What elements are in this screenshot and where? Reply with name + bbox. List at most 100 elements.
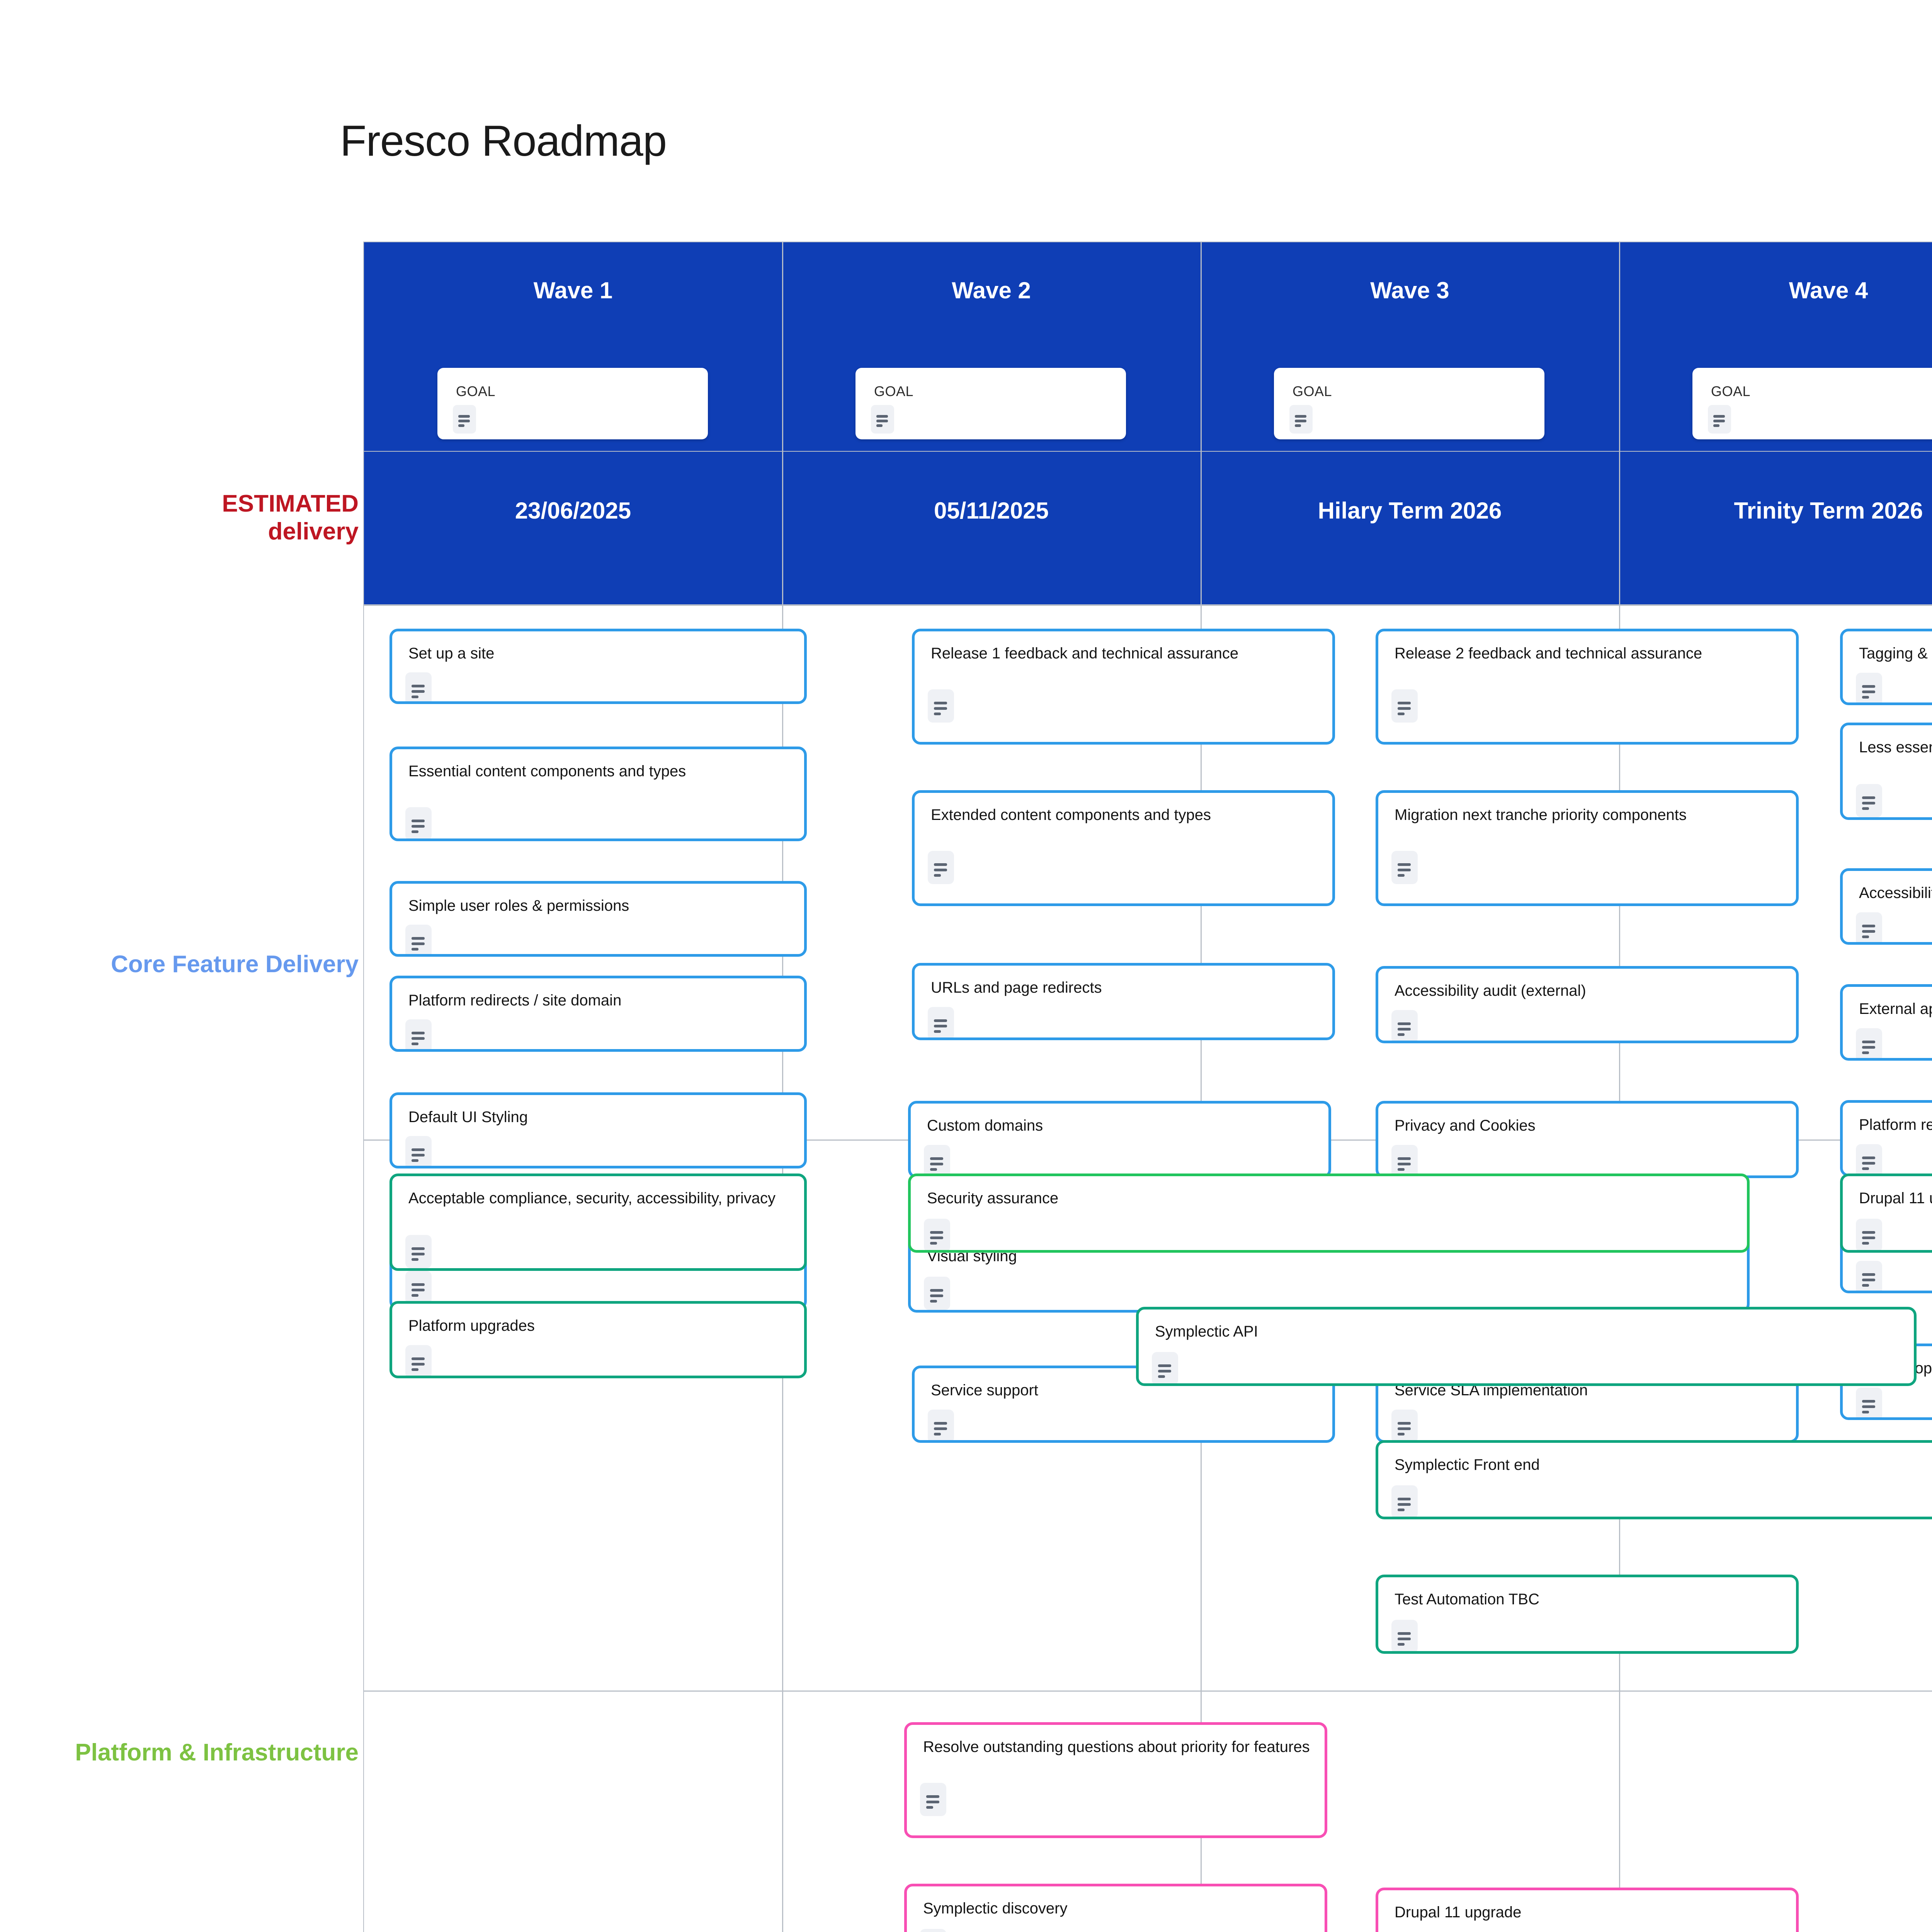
card-title: Drupal 11 upgrade <box>1395 1904 1522 1921</box>
goal-label-3: GOAL <box>1293 383 1332 399</box>
goal-card-wave-4[interactable]: GOAL <box>1692 368 1932 439</box>
column-divider-2 <box>1201 242 1202 1932</box>
goal-label-4: GOAL <box>1711 383 1751 399</box>
goal-label-1: GOAL <box>456 383 496 399</box>
wave-header-title-3: Wave 3 <box>1370 277 1449 303</box>
card-title: Migration next tranche priority componen… <box>1395 806 1687 823</box>
description-icon <box>928 689 954 723</box>
card-title: Symplectic Front end <box>1395 1456 1540 1473</box>
card-title: Simple user roles & permissions <box>408 897 629 914</box>
roadmap-card[interactable]: Simple user roles & permissions <box>389 881 807 957</box>
description-icon <box>924 1145 950 1175</box>
roadmap-card[interactable]: External applications / integrations <box>1840 984 1932 1061</box>
roadmap-card[interactable]: Migration next tranche priority componen… <box>1376 790 1799 906</box>
roadmap-card[interactable]: URLs and page redirects <box>912 963 1335 1040</box>
goal-card-wave-3[interactable]: GOAL <box>1274 368 1544 439</box>
description-icon <box>1856 1028 1882 1058</box>
roadmap-card[interactable]: Platform redirects / site domain <box>389 976 807 1052</box>
rail-estimated-line1: ESTIMATED <box>222 490 359 517</box>
description-icon <box>924 1277 950 1310</box>
description-icon <box>405 1136 432 1166</box>
card-title: External applications / integrations <box>1859 1000 1932 1017</box>
roadmap-card[interactable]: Privacy and Cookies <box>1376 1101 1799 1178</box>
description-icon <box>1856 1261 1882 1291</box>
description-icon <box>928 851 954 884</box>
roadmap-card[interactable]: Symplectic Front end <box>1376 1440 1932 1519</box>
roadmap-card[interactable]: Release 1 feedback and technical assuran… <box>912 629 1335 745</box>
card-title: Set up a site <box>408 645 495 662</box>
page-title: Fresco Roadmap <box>340 117 667 165</box>
description-icon <box>405 672 432 701</box>
rail-label-core-feature-delivery: Core Feature Delivery <box>111 951 359 978</box>
roadmap-card[interactable]: Security assurance <box>908 1173 1750 1253</box>
roadmap-card[interactable]: Release 2 feedback and technical assuran… <box>1376 629 1799 745</box>
roadmap-card[interactable]: Custom domains <box>908 1101 1331 1178</box>
description-icon <box>405 1235 432 1268</box>
roadmap-card[interactable]: Drupal 11 upgrade <box>1840 1173 1932 1253</box>
roadmap-card[interactable]: Set up a site <box>389 629 807 704</box>
description-icon <box>1856 912 1882 942</box>
roadmap-card[interactable]: Default UI Styling <box>389 1092 807 1168</box>
wave-date-1: 23/06/2025 <box>515 498 631 524</box>
description-icon <box>405 1345 432 1376</box>
description-icon <box>405 1271 432 1304</box>
card-title: Platform redirects / site domain <box>408 992 622 1009</box>
roadmap-card[interactable]: Test Automation TBC <box>1376 1575 1799 1654</box>
card-title: Platform upgrades <box>408 1317 535 1334</box>
description-icon <box>871 405 894 434</box>
card-title: Platform reporting <box>1859 1116 1932 1133</box>
card-title: Privacy and Cookies <box>1395 1117 1536 1134</box>
description-icon <box>405 925 432 954</box>
description-icon <box>920 1929 946 1932</box>
wave-header-title-4: Wave 4 <box>1789 277 1868 303</box>
wave-header-title-1: Wave 1 <box>533 277 613 303</box>
description-icon <box>1856 1219 1882 1250</box>
card-title: Release 2 feedback and technical assuran… <box>1395 645 1702 662</box>
roadmap-card[interactable]: Symplectic discovery <box>904 1884 1327 1932</box>
description-icon <box>1391 689 1418 723</box>
goal-card-wave-1[interactable]: GOAL <box>437 368 708 439</box>
roadmap-card[interactable]: Symplectic API <box>1136 1307 1917 1386</box>
description-icon <box>1152 1352 1178 1383</box>
roadmap-card[interactable]: Platform reporting <box>1840 1100 1932 1177</box>
description-icon <box>1391 1620 1418 1651</box>
card-title: Security assurance <box>927 1190 1059 1207</box>
card-title: Default UI Styling <box>408 1109 528 1126</box>
row-divider-platform-discovery <box>364 1690 1932 1692</box>
roadmap-card[interactable]: Acceptable compliance, security, accessi… <box>389 1173 807 1271</box>
card-title: Tagging & SEO (Analytics) <box>1859 645 1932 662</box>
roadmap-card[interactable]: Essential content components and types <box>389 747 807 841</box>
card-title: Drupal 11 upgrade <box>1859 1190 1932 1207</box>
description-icon <box>1391 1410 1418 1440</box>
rail-label-estimated-delivery: ESTIMATED delivery <box>65 490 359 546</box>
roadmap-card[interactable]: Drupal 11 upgrade <box>1376 1888 1799 1932</box>
roadmap-card[interactable]: Less essential content components and ty… <box>1840 723 1932 820</box>
card-title: Service support <box>931 1382 1038 1399</box>
column-divider-1 <box>782 242 783 1932</box>
description-icon <box>1708 405 1731 434</box>
roadmap-grid: Wave 1 Wave 2 Wave 3 Wave 4 Wave to be c… <box>363 242 1932 1932</box>
roadmap-card[interactable]: Platform upgrades <box>389 1301 807 1378</box>
goal-label-2: GOAL <box>874 383 914 399</box>
roadmap-card[interactable]: Tagging & SEO (Analytics) <box>1840 629 1932 705</box>
description-icon <box>1856 784 1882 817</box>
description-icon <box>928 1410 954 1440</box>
wave-date-4: Trinity Term 2026 <box>1734 498 1923 524</box>
description-icon <box>920 1783 946 1816</box>
wave-date-3: Hilary Term 2026 <box>1318 498 1502 524</box>
card-title: Less essential content components and ty… <box>1859 739 1932 756</box>
rail-estimated-line2: delivery <box>268 518 359 545</box>
description-icon <box>1289 405 1313 434</box>
card-title: Acceptable compliance, security, accessi… <box>408 1190 776 1207</box>
roadmap-card[interactable]: Resolve outstanding questions about prio… <box>904 1722 1327 1838</box>
description-icon <box>405 807 432 838</box>
wave-date-2: 05/11/2025 <box>934 498 1049 524</box>
goal-card-wave-2[interactable]: GOAL <box>855 368 1126 439</box>
description-icon <box>928 1007 954 1037</box>
roadmap-card[interactable]: Accessibility <box>1840 868 1932 945</box>
card-title: Symplectic discovery <box>923 1900 1068 1917</box>
column-divider-3 <box>1619 242 1620 1932</box>
roadmap-card[interactable]: Extended content components and types <box>912 790 1335 906</box>
roadmap-card[interactable]: Accessibility audit (external) <box>1376 966 1799 1043</box>
